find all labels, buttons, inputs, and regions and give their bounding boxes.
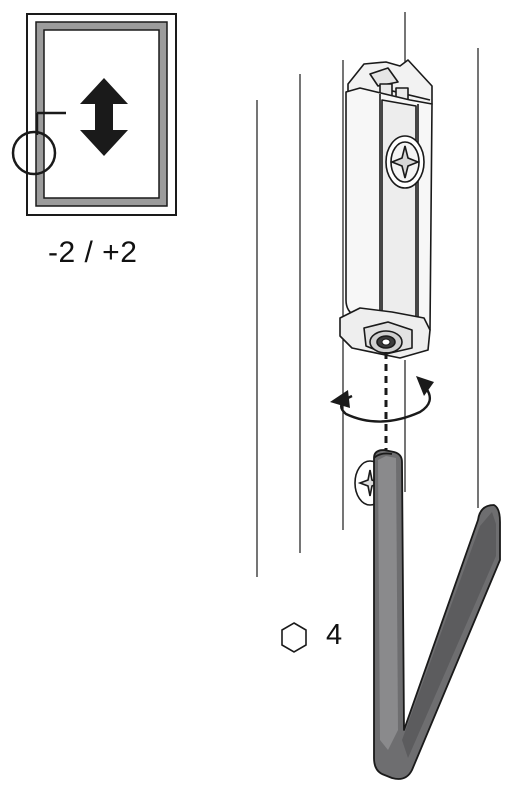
frame-profile-lines [256,12,479,577]
hexagon-icon [281,622,307,653]
vertical-adjust-arrow-icon [80,78,128,156]
hex-key-icon [373,449,501,780]
hex-key-size-label: 4 [326,619,343,651]
adjustment-socket [369,330,403,354]
adjustment-range-label: -2 / +2 [48,236,138,269]
hinge-body [339,59,433,359]
rotation-arrow-icon [330,376,434,423]
screw-icon [385,135,425,189]
hinge-location-marker [11,111,66,176]
